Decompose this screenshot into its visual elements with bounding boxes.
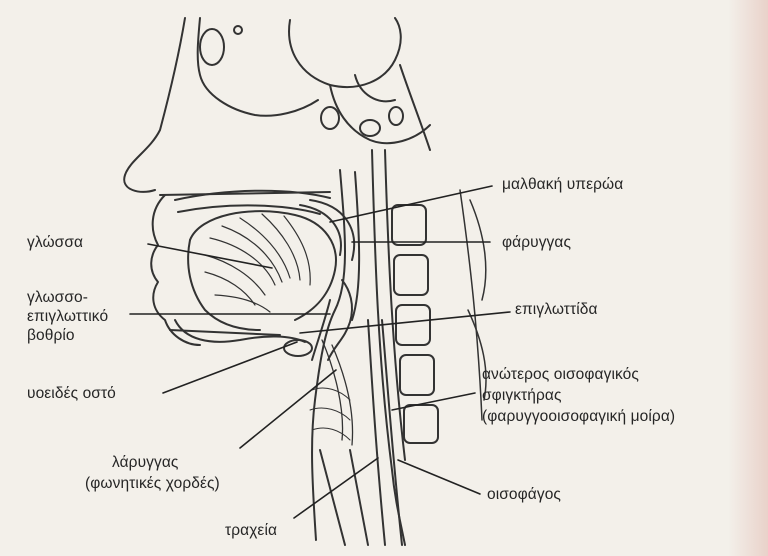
label-ues-line3: (φαρυγγοοισοφαγική μοίρα)	[482, 407, 675, 426]
label-hyoid: υοειδές οστό	[27, 384, 116, 403]
leader-epiglottis	[300, 312, 510, 333]
label-soft-palate: μαλθακή υπερώα	[502, 175, 623, 194]
leader-larynx	[240, 370, 336, 448]
label-ues-line2: σφιγκτήρας	[482, 386, 562, 405]
label-trachea: τραχεία	[225, 521, 277, 540]
label-vallecula-line1: γλωσσο-	[27, 288, 88, 307]
label-ues-line1: ανώτερος οισοφαγικός	[482, 365, 639, 384]
skull-outline	[124, 18, 430, 192]
label-esophagus: οισοφάγος	[487, 485, 561, 504]
label-pharynx: φάρυγγας	[502, 233, 571, 252]
label-epiglottis: επιγλωττίδα	[515, 300, 598, 319]
leader-lines	[130, 186, 510, 518]
label-vallecula-line3: βοθρίο	[27, 326, 75, 345]
leader-hyoid	[163, 342, 297, 393]
leader-soft-palate	[330, 186, 492, 222]
label-tongue: γλώσσα	[27, 233, 83, 252]
label-larynx-line2: (φωνητικές χορδές)	[85, 474, 220, 493]
label-larynx-line1: λάρυγγας	[112, 453, 179, 472]
leader-esophagus	[398, 460, 480, 494]
leader-tongue	[148, 244, 272, 268]
label-vallecula-line2: επιγλωττικό	[27, 307, 108, 326]
airway-and-esophagus	[284, 170, 402, 545]
